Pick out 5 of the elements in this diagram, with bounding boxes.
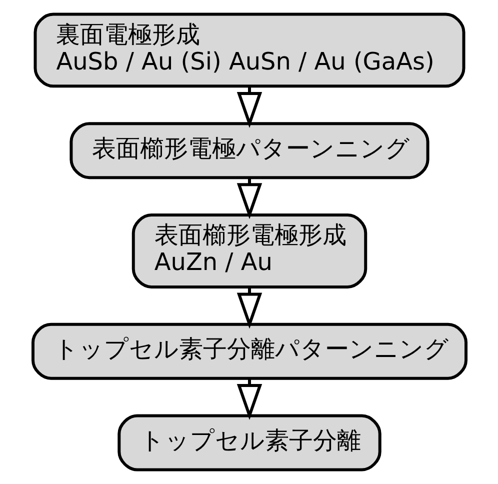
node-box: 表面櫛形電極パターンニング: [69, 122, 429, 180]
node-box: 裏面電極形成 AuSb / Au (Si) AuSn / Au (GaAs): [33, 12, 465, 88]
node-box: トップセル素子分離: [117, 414, 381, 472]
node-box: 表面櫛形電極形成 AuZn / Au: [131, 214, 367, 288]
node-box: トップセル素子分離パターンニング: [31, 322, 467, 380]
